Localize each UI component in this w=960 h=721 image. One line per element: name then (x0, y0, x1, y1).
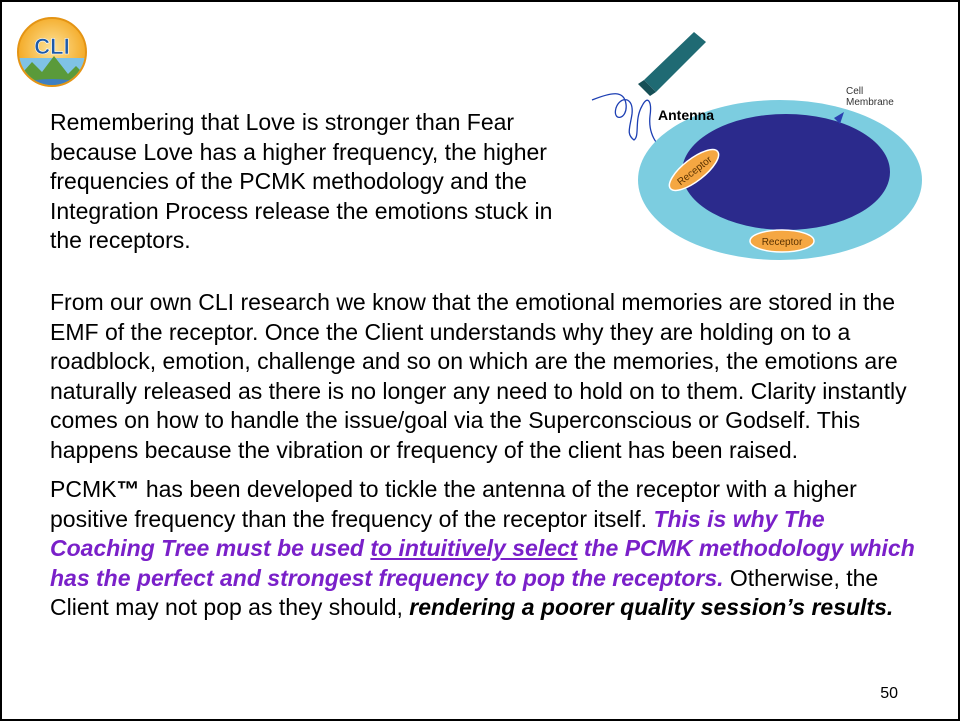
body-paragraph-1: From our own CLI research we know that t… (50, 289, 907, 463)
emphasis-text-a: This is why The Coaching Tree must be us… (50, 505, 825, 562)
cell-nucleus (682, 114, 890, 230)
logo-graphic: CLI (17, 17, 87, 87)
body-paragraph-2: PCMK™ has been developed to tickle the a… (50, 475, 930, 623)
paragraph-2-text-a: has been developed to tickle the antenna… (50, 476, 857, 532)
intro-paragraph: Remembering that Love is stronger than F… (50, 109, 553, 253)
receptor-bottom (749, 229, 815, 253)
page-number: 50 (880, 685, 898, 702)
antenna-label: Antenna (658, 107, 714, 123)
cli-logo: CLI (16, 14, 88, 88)
trademark-symbol: ™ (116, 476, 140, 502)
antenna-bar-tip (638, 80, 656, 96)
antenna-bar (644, 32, 706, 92)
bold-italic-conclusion: rendering a poorer quality session’s res… (409, 594, 894, 620)
pcmk-text: PCMK (50, 476, 117, 502)
emphasis-underlined-text: to intuitively select (370, 535, 578, 561)
emphasis-text-b: the PCMK methodology which has the perfe… (50, 535, 915, 591)
membrane-label-line1: Cell (846, 86, 863, 97)
membrane-pointer-arrow (834, 112, 844, 124)
paragraph-2-text-c: Otherwise, the Client may not pop as the… (50, 564, 879, 621)
receptor-bottom-label: Receptor (762, 237, 803, 248)
receptor-top (668, 148, 720, 192)
cell-diagram: Receptor Receptor Antenna Cell Membrane (582, 12, 932, 262)
logo-text: CLI (34, 34, 69, 59)
body-text: From our own CLI research we know that t… (50, 288, 930, 633)
membrane-label-line2: Membrane (846, 97, 894, 108)
